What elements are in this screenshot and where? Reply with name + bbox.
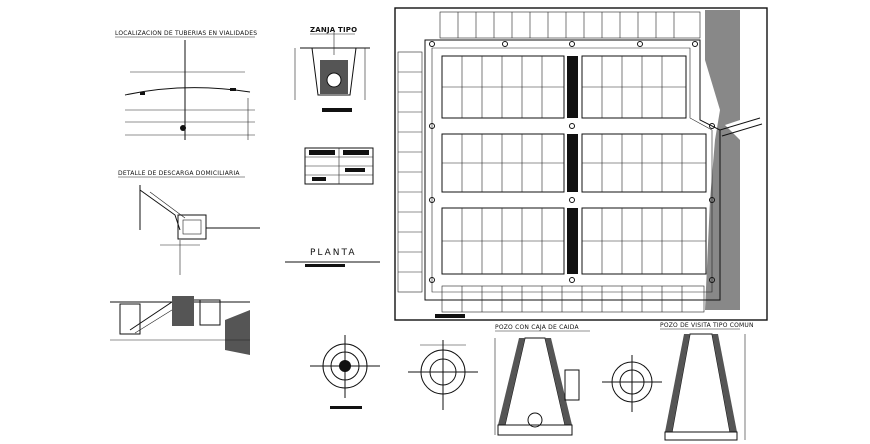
manhole-plan-1 <box>310 335 380 409</box>
block-c <box>441 133 565 193</box>
site-plan <box>394 7 768 321</box>
lots-left-column <box>397 51 423 293</box>
plan-label-group: PLANTA <box>285 248 380 267</box>
house-connection-title: DETALLE DE DESCARGA DOMICILIARIA <box>118 170 240 177</box>
drop-manhole-title: POZO CON CAJA DE CAIDA <box>495 324 579 331</box>
block-a <box>441 55 565 119</box>
manhole-common-section: POZO DE VISITA TIPO COMUN <box>660 322 754 441</box>
house-connection-detail: DETALLE DE DESCARGA DOMICILIARIA <box>110 170 260 355</box>
trench-title: ZANJA TIPO <box>310 26 357 34</box>
block-d <box>581 133 707 193</box>
typical-trench-detail: ZANJA TIPO <box>294 26 370 112</box>
manhole-drop-section: POZO CON CAJA DE CAIDA <box>494 324 590 436</box>
block-b <box>581 55 687 119</box>
central-sewer-line-south <box>567 208 578 274</box>
pipe-location-detail: LOCALIZACION DE TUBERIAS EN VIALIDADES <box>115 30 257 140</box>
dimension-table <box>304 147 374 185</box>
common-manhole-title: POZO DE VISITA TIPO COMUN <box>660 322 754 329</box>
manholes <box>429 41 715 283</box>
lots-top-row <box>439 11 701 39</box>
central-sewer-line-north <box>567 56 578 118</box>
block-f <box>581 207 707 275</box>
manhole-plan-2 <box>408 340 478 410</box>
central-sewer-line-middle <box>567 134 578 192</box>
plan-title: PLANTA <box>310 248 357 258</box>
manhole-plan-3 <box>602 355 662 412</box>
block-e <box>441 207 565 275</box>
pipe-location-title: LOCALIZACION DE TUBERIAS EN VIALIDADES <box>115 30 257 37</box>
lots-bottom-row <box>441 285 705 313</box>
